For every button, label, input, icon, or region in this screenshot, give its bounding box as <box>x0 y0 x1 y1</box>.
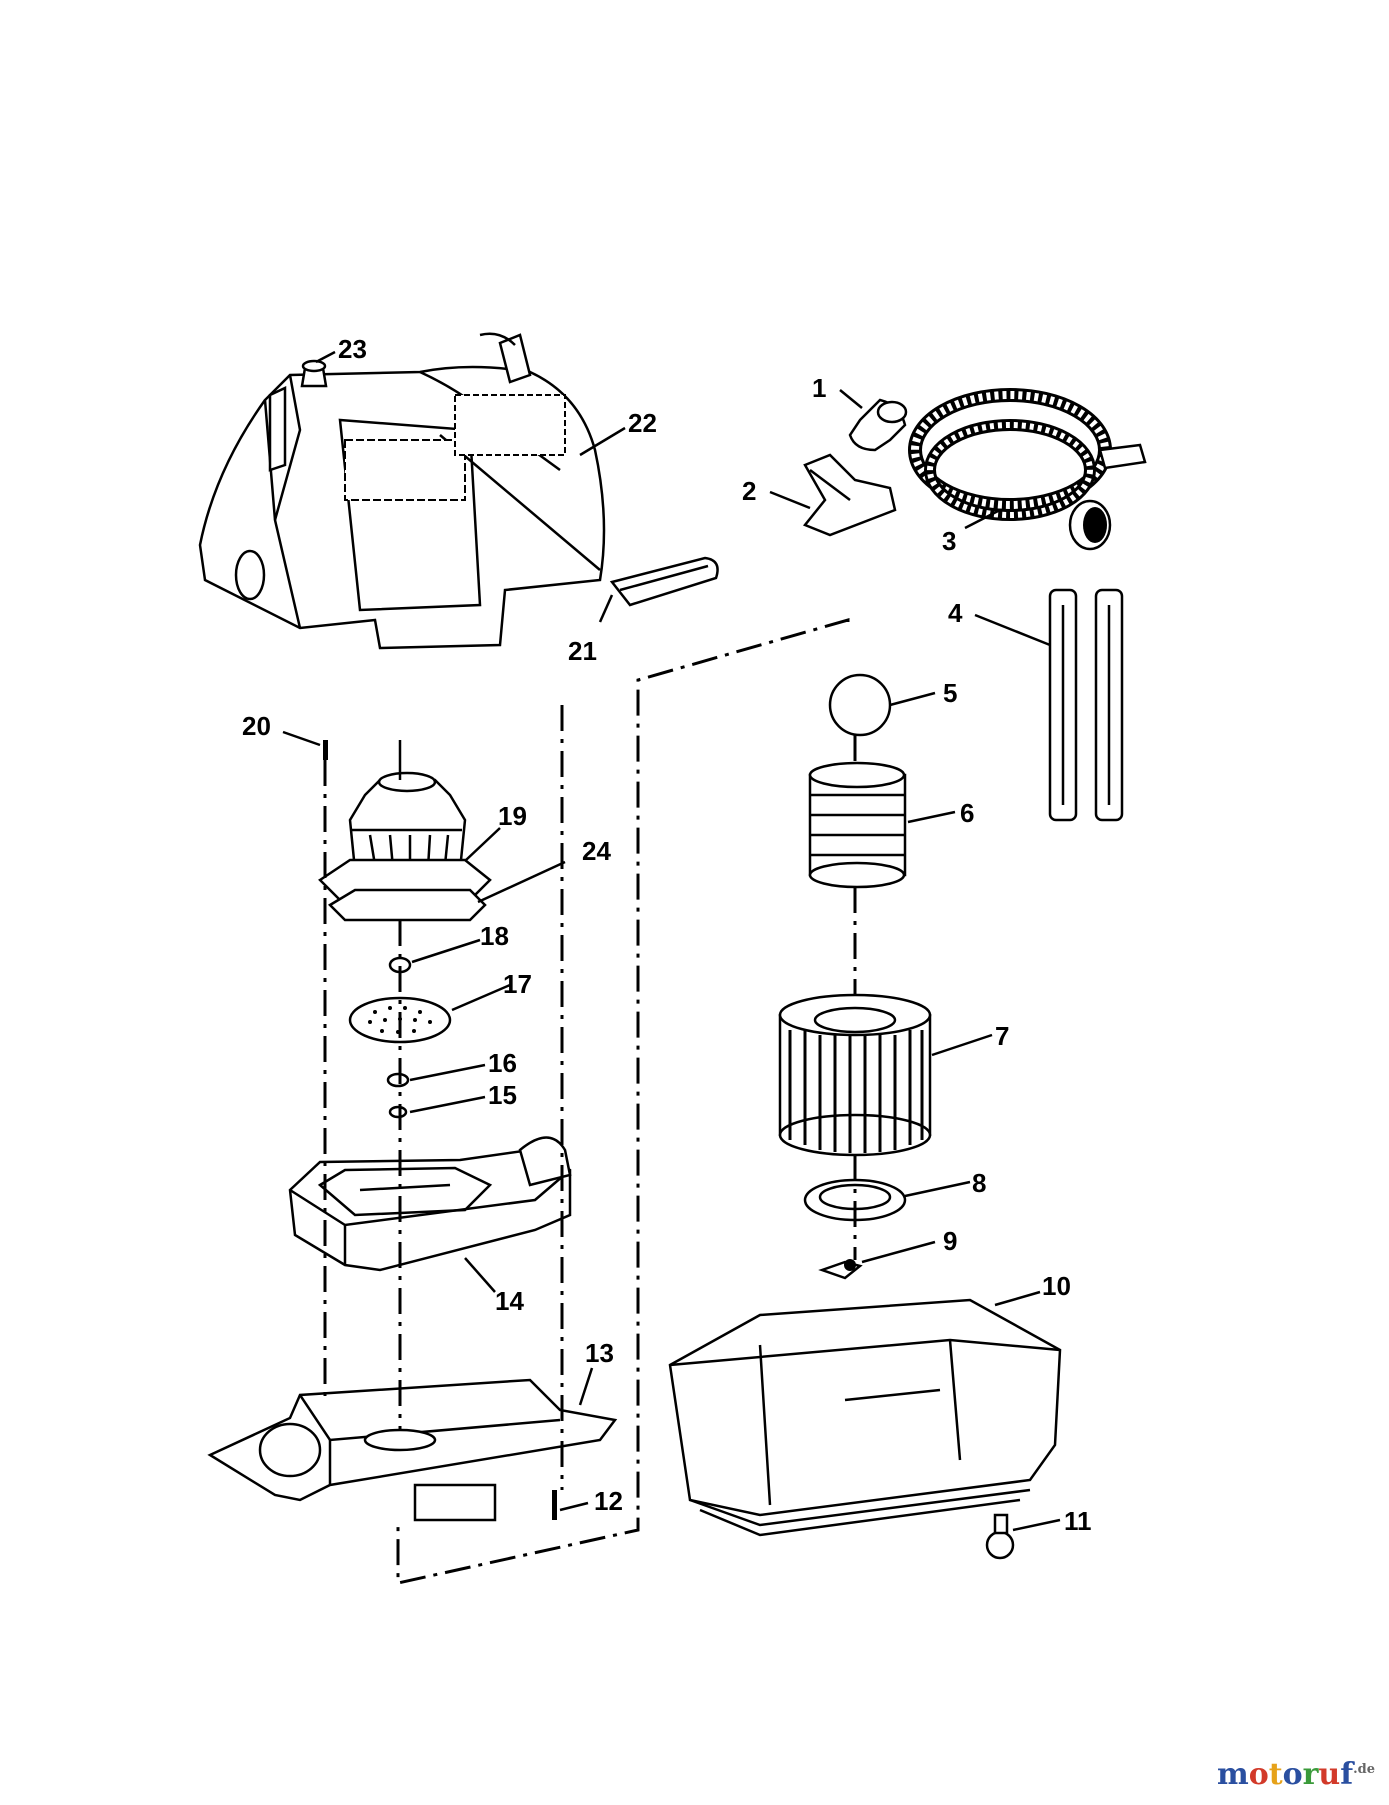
callout-8: 8 <box>972 1168 986 1198</box>
callout-20: 20 <box>242 711 271 741</box>
part-6-filter-cage <box>808 761 907 889</box>
part-5-float <box>828 673 892 737</box>
callout-1: 1 <box>812 373 826 403</box>
callout-13: 13 <box>585 1338 614 1368</box>
part-12-screw <box>552 1490 557 1520</box>
part-3-hose <box>908 388 1147 551</box>
watermark-letter: o <box>1282 1757 1303 1792</box>
leader-lines <box>282 350 1061 1532</box>
watermark-letter: o <box>1248 1757 1269 1792</box>
callout-11: 11 <box>1064 1506 1092 1536</box>
part-11-caster <box>985 1513 1015 1560</box>
callout-4: 4 <box>948 598 963 628</box>
watermark-letter: t <box>1268 1757 1283 1792</box>
callout-22: 22 <box>628 408 657 438</box>
part-20-screw <box>323 740 328 760</box>
callout-23: 23 <box>338 334 367 364</box>
callout-18: 18 <box>480 921 509 951</box>
callout-15: 15 <box>488 1080 517 1110</box>
part-13-caster-base <box>207 1378 618 1522</box>
callout-14: 14 <box>495 1286 524 1316</box>
part-9-wing-nut <box>818 1259 863 1280</box>
watermark-suffix: .de <box>1353 1762 1375 1777</box>
watermark-letter: r <box>1302 1757 1319 1792</box>
assembly-lines <box>323 618 857 1585</box>
part-4-wands <box>1048 588 1124 822</box>
part-16-washer <box>386 1072 410 1088</box>
watermark-letter: u <box>1318 1757 1341 1792</box>
callout-16: 16 <box>488 1048 517 1078</box>
part-8-base-plate <box>803 1178 907 1222</box>
part-21-handle <box>609 556 719 607</box>
callout-17: 17 <box>503 969 532 999</box>
part-15-nut <box>388 1105 408 1119</box>
part-2-nozzle <box>802 453 897 537</box>
watermark-letter: f <box>1340 1757 1354 1792</box>
part-7-cartridge <box>778 993 932 1157</box>
part-24-gasket <box>327 888 487 922</box>
callout-24: 24 <box>582 836 611 866</box>
callout-7: 7 <box>995 1021 1009 1051</box>
part-14-frame <box>288 1136 572 1272</box>
part-10-tank <box>668 1298 1062 1537</box>
callout-3: 3 <box>942 526 956 556</box>
part-23-knob <box>300 359 328 388</box>
callout-10: 10 <box>1042 1271 1071 1301</box>
part-19-motor <box>318 740 492 902</box>
callout-9: 9 <box>943 1226 957 1256</box>
callouts: 1 2 3 4 5 6 7 8 9 10 11 12 13 14 15 16 1… <box>242 334 1092 1536</box>
callout-6: 6 <box>960 798 974 828</box>
callout-19: 19 <box>498 801 527 831</box>
watermark-letter: m <box>1216 1757 1249 1792</box>
part-22-motor-head <box>198 332 606 650</box>
callout-12: 12 <box>594 1486 623 1516</box>
callout-5: 5 <box>943 678 957 708</box>
motoruf-watermark: motoruf.de <box>1217 1757 1375 1792</box>
part-1-elbow <box>848 398 908 452</box>
callout-2: 2 <box>742 476 756 506</box>
callout-21: 21 <box>568 636 597 666</box>
